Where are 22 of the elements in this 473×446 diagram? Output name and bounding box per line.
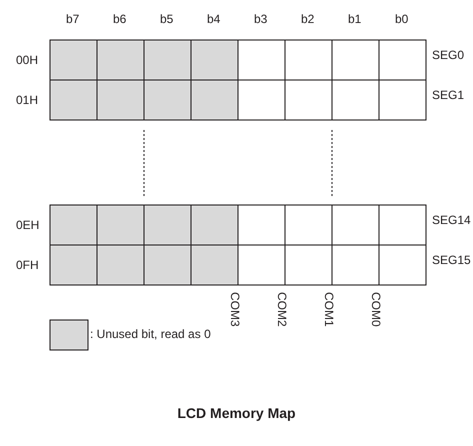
segment-label: SEG0 [432,48,464,62]
caption: LCD Memory Map [176,405,297,421]
bit-label: b6 [113,12,126,26]
segment-label: SEG15 [432,253,471,267]
address-label: 0FH [16,258,39,272]
segment-label: SEG14 [432,213,471,227]
bit-label: b4 [207,12,220,26]
bit-label: b7 [66,12,80,26]
common-label: COM2 [275,292,289,327]
common-label: COM1 [322,292,336,327]
legend-text: : Unused bit, read as 0 [90,327,211,341]
bit-label: b1 [348,12,362,26]
bit-label: b5 [160,12,174,26]
segment-label: SEG1 [432,88,464,102]
common-label: COM0 [369,292,383,327]
bit-label: b0 [395,12,408,26]
address-label: 00H [16,53,38,67]
address-label: 0EH [16,218,40,232]
bit-label: b3 [254,12,268,26]
address-label: 01H [16,93,38,107]
common-label: COM3 [228,292,242,327]
bit-label: b2 [301,12,314,26]
